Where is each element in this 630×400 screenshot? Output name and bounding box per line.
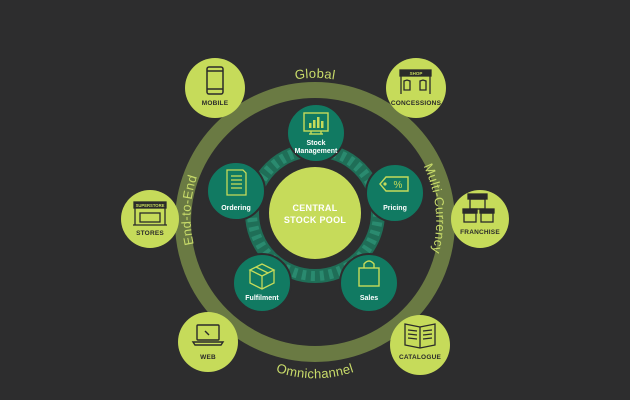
document-list-icon [226,169,247,196]
shop-icon [399,69,432,94]
inner-node-pricing[interactable]: % Pricing [365,163,425,223]
center-label-line1: CENTRAL [292,203,337,213]
outer-node-mobile[interactable]: MOBILE [185,58,245,118]
ordering-label: Ordering [221,205,251,212]
catalogue-label: CATALOGUE [399,354,441,361]
inner-node-sales[interactable]: Sales [339,253,399,313]
franchise-label: FRANCHISE [460,229,500,236]
superstore-sign: SUPERSTORE [136,203,165,208]
outer-node-franchise[interactable]: FRANCHISE [451,190,509,248]
stock-label-line1: Stock [306,140,325,147]
inner-node-fulfilment[interactable]: Fulfilment [232,253,292,313]
smartphone-icon [206,66,224,95]
web-label: WEB [200,354,216,361]
outer-node-concessions[interactable]: SHOP CONCESSIONS [386,58,446,118]
price-tag-icon: % [379,176,409,192]
franchise-stores-icon [462,193,495,223]
stores-label: STORES [136,230,164,237]
outer-node-catalogue[interactable]: CATALOGUE [390,315,450,375]
open-book-icon [404,323,436,349]
inner-node-ordering[interactable]: Ordering [206,161,266,221]
sales-label: Sales [360,295,378,302]
outer-node-web[interactable]: WEB [178,312,238,372]
center-label-line2: STOCK POOL [284,215,347,225]
central-stock-pool [269,167,361,259]
stock-label-line2: Management [295,148,338,155]
outer-ring [175,82,455,362]
outer-node-stores[interactable]: SUPERSTORE STORES [121,190,179,248]
svg-text:%: % [394,180,403,191]
concessions-label: CONCESSIONS [391,100,442,107]
shop-sign: SHOP [410,71,423,76]
ring-label-global: Global [294,66,337,83]
mobile-label: MOBILE [202,100,229,107]
inner-node-stock-management[interactable]: Stock Management [286,103,346,163]
pricing-label: Pricing [383,205,407,212]
boxes-icon [248,263,276,290]
fulfilment-label: Fulfilment [245,295,279,302]
ring-label-omnichannel: Omnichannel [275,360,355,381]
superstore-icon [133,201,167,226]
shopping-bag-icon [358,260,380,287]
monitor-chart-icon [303,112,329,135]
laptop-icon [191,324,225,346]
